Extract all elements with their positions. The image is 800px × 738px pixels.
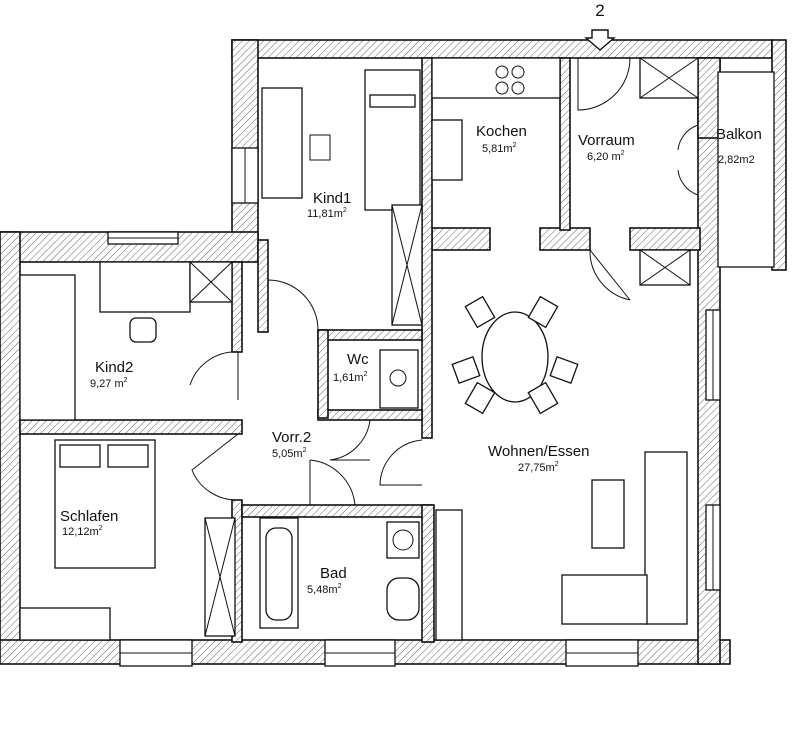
room-schlafen: Schlafen 12,12m2 — [60, 508, 118, 538]
svg-text:6,20 m2: 6,20 m2 — [587, 150, 625, 163]
room-area-unit: 2 — [303, 447, 307, 454]
room-kochen: Kochen 5,81m2 — [476, 123, 527, 155]
room-area: 6,20 m — [587, 151, 621, 163]
room-area: 1,61m — [333, 372, 364, 384]
svg-text:12,12m2: 12,12m2 — [62, 525, 103, 538]
room-area: 5,05m — [272, 448, 303, 460]
room-labels: Kind1 11,81m2 Kochen 5,81m2 Vorraum 6,20… — [60, 123, 762, 596]
svg-text:1,61m2: 1,61m2 — [333, 371, 368, 384]
svg-text:5,48m2: 5,48m2 — [307, 583, 342, 596]
room-wc: Wc 1,61m2 — [333, 351, 369, 384]
room-area: 11,81m — [307, 208, 343, 220]
room-area-unit: 2 — [343, 207, 347, 214]
svg-text:5,81m2: 5,81m2 — [482, 142, 517, 155]
room-area-unit: 2 — [555, 461, 559, 468]
windows — [107, 71, 775, 667]
room-area-unit: 2 — [513, 142, 517, 149]
room-name: Wc — [347, 351, 369, 368]
entrance-marker: 2 — [584, 1, 616, 51]
svg-text:11,81m2: 11,81m2 — [307, 207, 347, 220]
room-area: 9,27 m — [90, 378, 124, 390]
room-area-unit: 2 — [124, 377, 128, 384]
svg-text:2,82m2: 2,82m2 — [718, 154, 755, 166]
room-balkon: Balkon 2,82m2 — [716, 126, 762, 166]
room-kind1: Kind1 11,81m2 — [307, 190, 351, 220]
room-area: 27,75m — [518, 462, 555, 474]
room-area-unit: 2 — [338, 583, 342, 590]
svg-text:5,05m2: 5,05m2 — [272, 447, 307, 460]
room-name: Vorr.2 — [272, 429, 311, 446]
room-area: 2,82m2 — [718, 154, 755, 166]
room-area-unit: 2 — [621, 150, 625, 157]
room-wohnen: Wohnen/Essen 27,75m2 — [488, 443, 589, 474]
svg-text:27,75m2: 27,75m2 — [518, 461, 559, 474]
room-area-unit: 2 — [99, 525, 103, 532]
doors — [189, 57, 699, 506]
room-name: Kind2 — [95, 359, 133, 376]
room-area: 12,12m — [62, 526, 99, 538]
room-name: Balkon — [716, 126, 762, 143]
room-name: Schlafen — [60, 508, 118, 525]
entrance-number: 2 — [595, 1, 604, 20]
room-area: 5,48m — [307, 584, 338, 596]
entrance-arrow-icon — [584, 29, 616, 51]
svg-text:9,27 m2: 9,27 m2 — [90, 377, 128, 390]
room-name: Kochen — [476, 123, 527, 140]
room-vorraum: Vorraum 6,20 m2 — [578, 132, 635, 163]
room-area: 5,81m — [482, 143, 513, 155]
room-bad: Bad 5,48m2 — [307, 565, 347, 596]
room-name: Kind1 — [313, 190, 351, 207]
room-name: Bad — [320, 565, 347, 582]
room-vorr2: Vorr.2 5,05m2 — [272, 429, 311, 460]
furniture — [19, 57, 699, 641]
room-kind2: Kind2 9,27 m2 — [90, 359, 133, 390]
room-area-unit: 2 — [364, 371, 368, 378]
room-name: Vorraum — [578, 132, 635, 149]
room-name: Wohnen/Essen — [488, 443, 589, 460]
